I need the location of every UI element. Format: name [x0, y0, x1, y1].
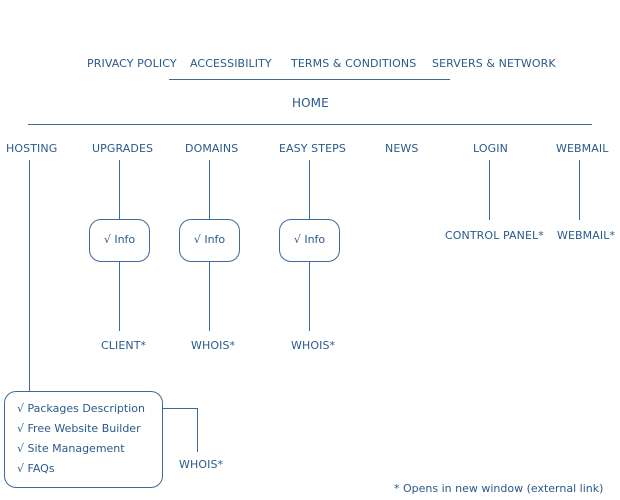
hosting-submenu: √ Packages Description √ Free Website Bu…	[4, 391, 163, 488]
link-domains[interactable]: DOMAINS	[185, 142, 239, 155]
upgrades-info-button[interactable]: √ Info	[89, 219, 150, 262]
link-whois-domains[interactable]: WHOIS*	[191, 339, 236, 352]
link-login[interactable]: LOGIN	[473, 142, 508, 155]
external-link-footnote: * Opens in new window (external link)	[394, 482, 604, 495]
webmail-connector	[579, 160, 580, 220]
domains-info-button[interactable]: √ Info	[179, 219, 240, 262]
home-divider	[28, 124, 592, 125]
link-webmail-external[interactable]: WEBMAIL*	[557, 229, 616, 242]
easy-steps-connector-top	[309, 160, 310, 219]
link-accessibility[interactable]: ACCESSIBILITY	[190, 57, 272, 70]
link-servers-network[interactable]: SERVERS & NETWORK	[432, 57, 556, 70]
hosting-whois-connector-h	[163, 408, 197, 409]
link-control-panel[interactable]: CONTROL PANEL*	[445, 229, 544, 242]
submenu-item-free-website-builder[interactable]: √ Free Website Builder	[17, 422, 141, 435]
link-whois-easy-steps[interactable]: WHOIS*	[291, 339, 336, 352]
link-webmail[interactable]: WEBMAIL	[556, 142, 609, 155]
link-terms-conditions[interactable]: TERMS & CONDITIONS	[291, 57, 417, 70]
link-whois-hosting[interactable]: WHOIS*	[179, 458, 224, 471]
upgrades-connector-bottom	[119, 262, 120, 331]
link-home[interactable]: HOME	[292, 96, 329, 110]
domains-connector-top	[209, 160, 210, 219]
submenu-item-site-management[interactable]: √ Site Management	[17, 442, 125, 455]
submenu-item-faqs[interactable]: √ FAQs	[17, 462, 55, 475]
hosting-whois-connector-v	[197, 408, 198, 452]
domains-connector-bottom	[209, 262, 210, 331]
link-client[interactable]: CLIENT*	[101, 339, 147, 352]
login-connector	[489, 160, 490, 220]
submenu-item-packages-description[interactable]: √ Packages Description	[17, 402, 145, 415]
link-easy-steps[interactable]: EASY STEPS	[279, 142, 346, 155]
easy-steps-connector-bottom	[309, 262, 310, 331]
top-divider	[169, 79, 450, 80]
link-privacy-policy[interactable]: PRIVACY POLICY	[87, 57, 177, 70]
link-upgrades[interactable]: UPGRADES	[92, 142, 154, 155]
link-hosting[interactable]: HOSTING	[6, 142, 58, 155]
link-news[interactable]: NEWS	[385, 142, 419, 155]
upgrades-connector-top	[119, 160, 120, 219]
hosting-connector	[29, 160, 30, 391]
easy-steps-info-button[interactable]: √ Info	[279, 219, 340, 262]
